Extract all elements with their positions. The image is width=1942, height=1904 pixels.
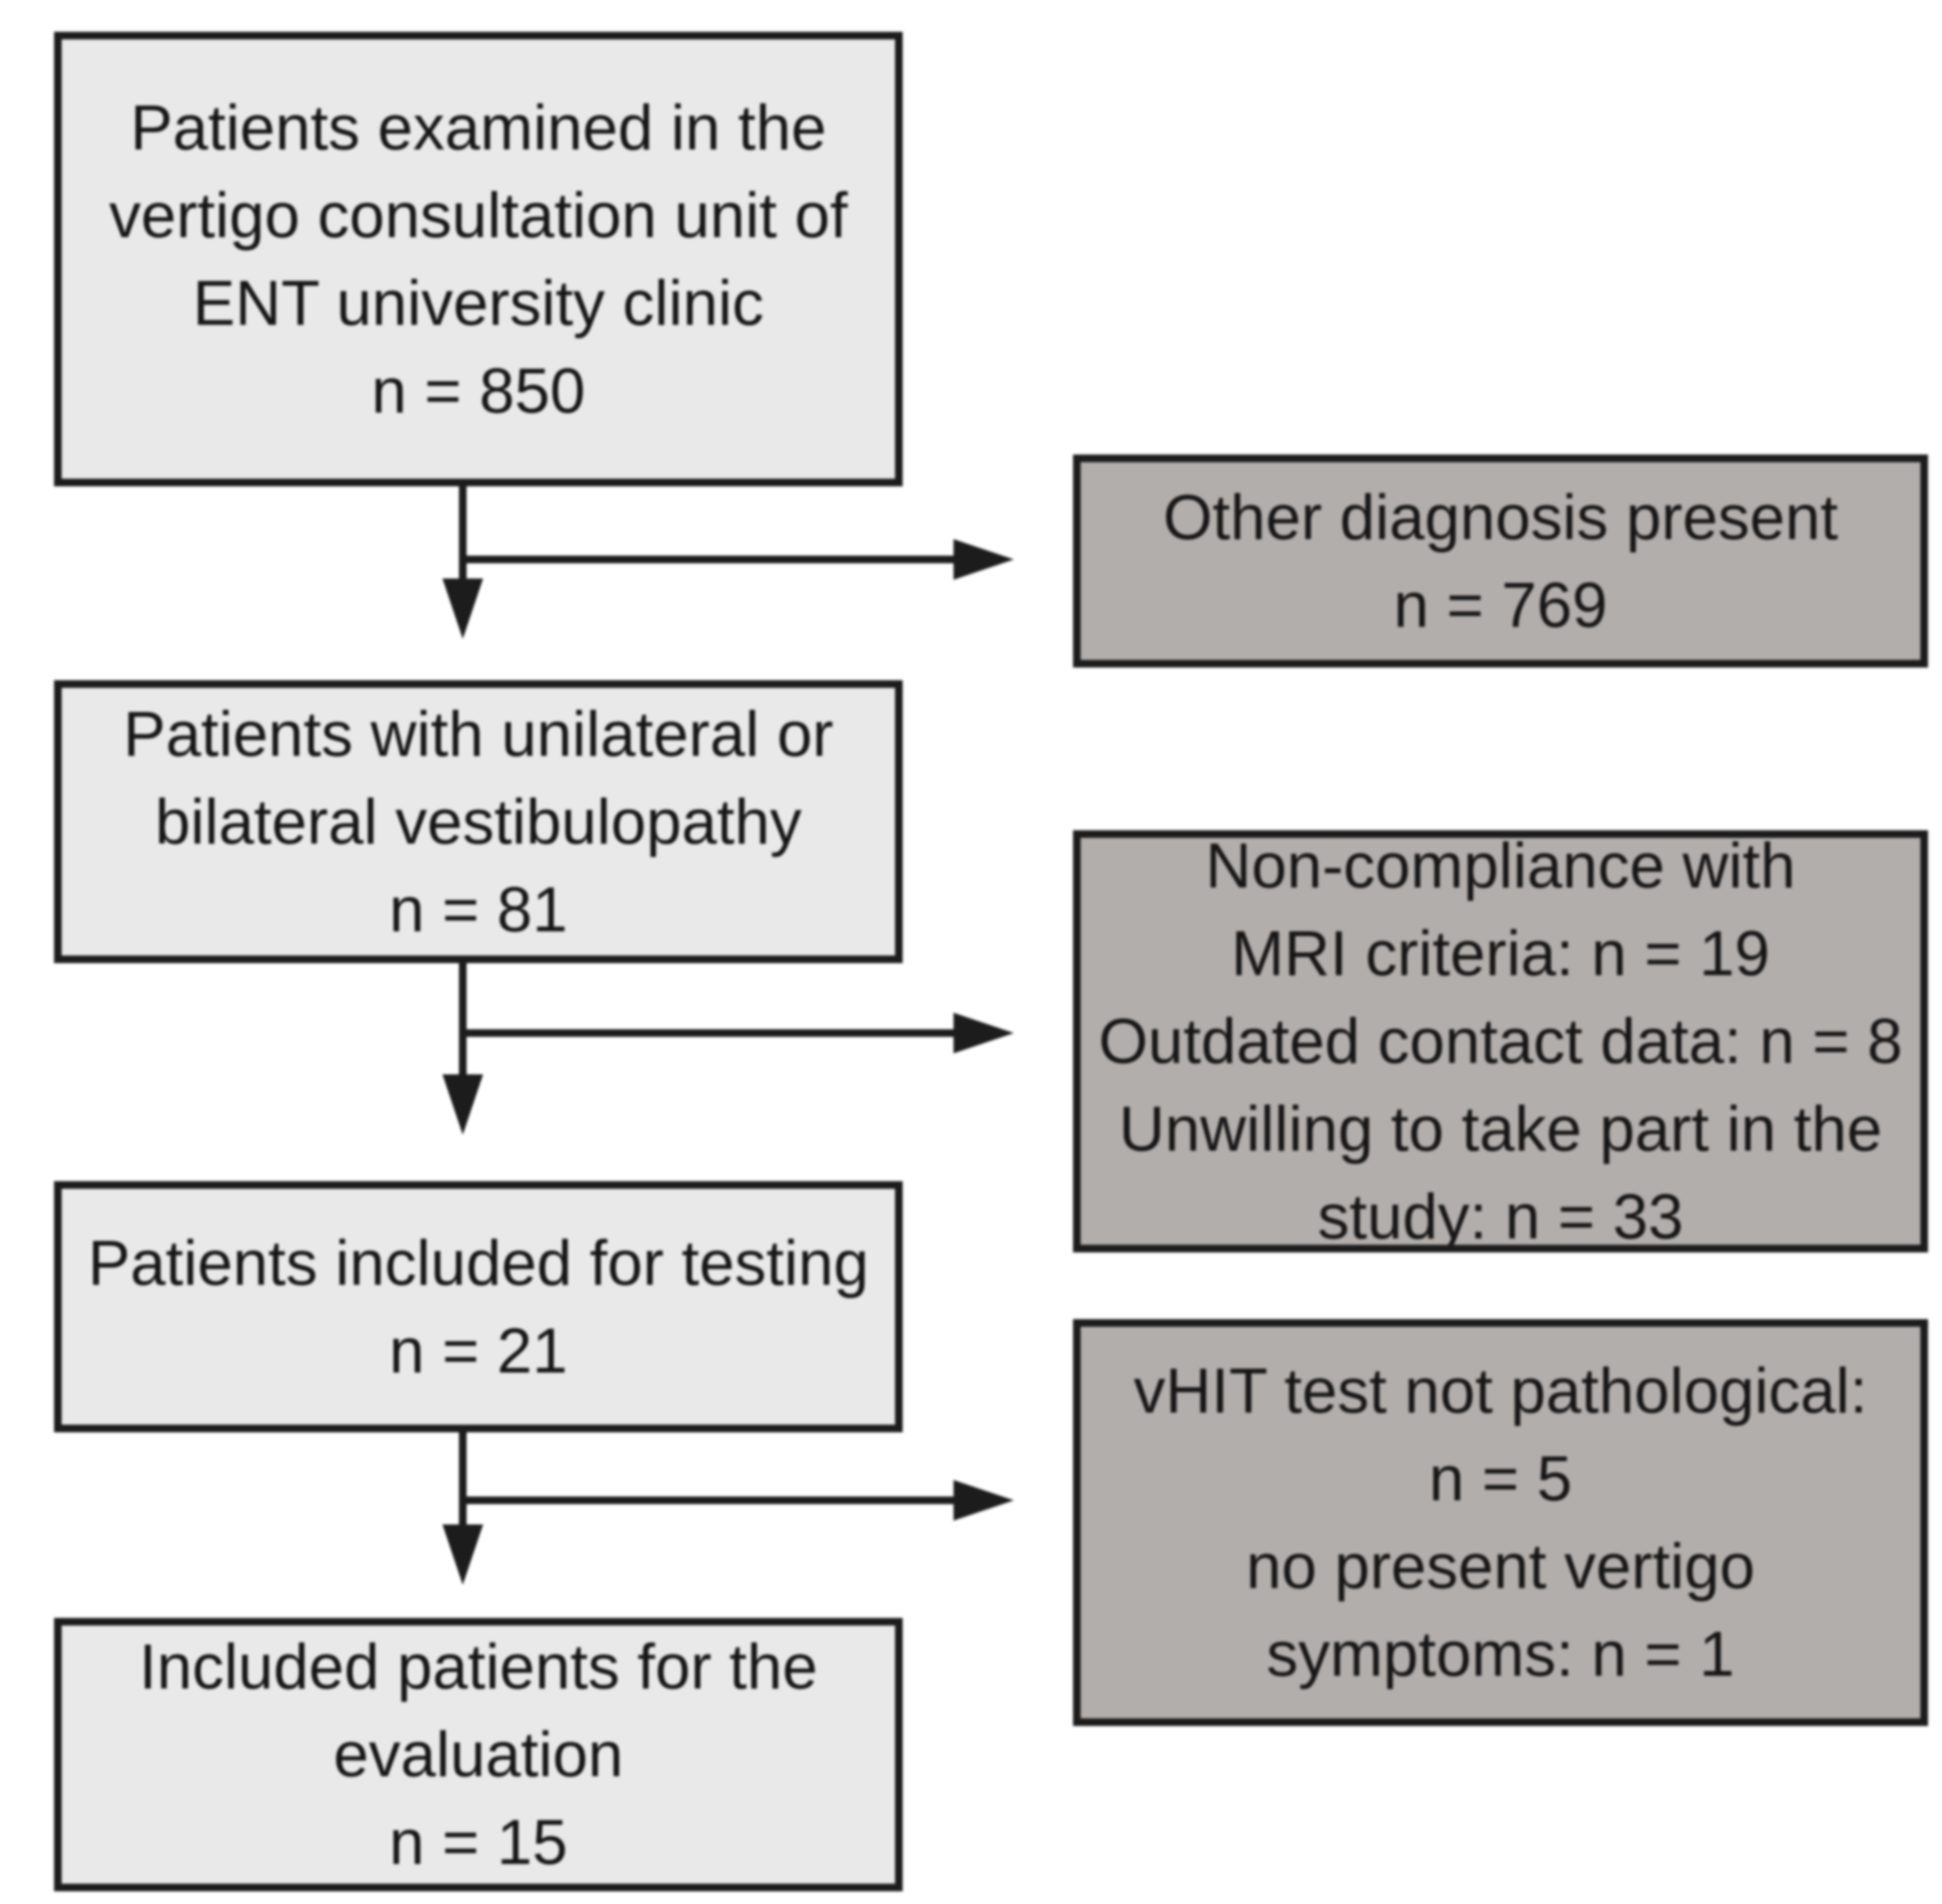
arrowhead-right-icon <box>954 1480 1014 1521</box>
box-text-line: Unwilling to take part in the <box>1119 1093 1882 1165</box>
box-text-line: Included patients for the <box>139 1631 818 1702</box>
box-text-line: n = 15 <box>389 1807 568 1878</box>
box-text-line: vertigo consultation unit of <box>109 179 848 251</box>
box-text-line: Non-compliance with <box>1205 830 1796 901</box>
box-text-line: Patients with unilateral or <box>123 698 834 770</box>
connector-down-line-1 <box>459 486 467 579</box>
arrowhead-right-icon <box>954 539 1014 580</box>
box-text-line: evaluation <box>333 1719 624 1790</box>
process-box-included-testing: Patients included for testing n = 21 <box>54 1181 903 1432</box>
box-text-line: study: n = 33 <box>1317 1181 1684 1252</box>
arrowhead-right-icon <box>954 1013 1014 1053</box>
exclusion-box-vhit: vHIT test not pathological: n = 5 no pre… <box>1073 1319 1928 1726</box>
connector-down-line-3 <box>459 1432 467 1524</box>
arrowhead-down-icon <box>442 1524 483 1585</box>
box-text-line: ENT university clinic <box>193 267 764 339</box>
connector-branch-line-3 <box>459 1496 954 1504</box>
connector-branch-line-2 <box>459 1029 954 1037</box>
process-box-vestibulopathy: Patients with unilateral or bilateral ve… <box>54 680 903 963</box>
box-text-line: Patients included for testing <box>88 1227 869 1299</box>
box-text-line: n = 81 <box>389 873 568 945</box>
box-text-line: bilateral vestibulopathy <box>154 786 802 858</box>
box-text-line: n = 21 <box>389 1315 568 1387</box>
box-text-line: symptoms: n = 1 <box>1266 1619 1735 1690</box>
box-text-line: n = 769 <box>1393 569 1608 641</box>
box-text-line: n = 850 <box>371 355 585 427</box>
exclusion-box-noncompliance: Non-compliance with MRI criteria: n = 19… <box>1073 830 1928 1252</box>
box-text-line: MRI criteria: n = 19 <box>1231 918 1770 989</box>
box-text-line: vHIT test not pathological: <box>1133 1355 1868 1427</box>
connector-down-line-2 <box>459 963 467 1074</box>
connector-branch-line-1 <box>459 556 954 563</box>
exclusion-box-other-diagnosis: Other diagnosis present n = 769 <box>1073 455 1928 668</box>
arrowhead-down-icon <box>442 579 483 639</box>
process-box-included-evaluation: Included patients for the evaluation n =… <box>54 1618 903 1891</box>
process-box-examined: Patients examined in the vertigo consult… <box>54 32 903 486</box>
box-text-line: no present vertigo <box>1246 1531 1755 1602</box>
box-text-line: Outdated contact data: n = 8 <box>1098 1006 1903 1077</box>
arrowhead-down-icon <box>442 1074 483 1135</box>
box-text-line: Other diagnosis present <box>1163 481 1838 553</box>
box-text-line: Patients examined in the <box>130 92 827 163</box>
box-text-line: n = 5 <box>1428 1443 1573 1514</box>
